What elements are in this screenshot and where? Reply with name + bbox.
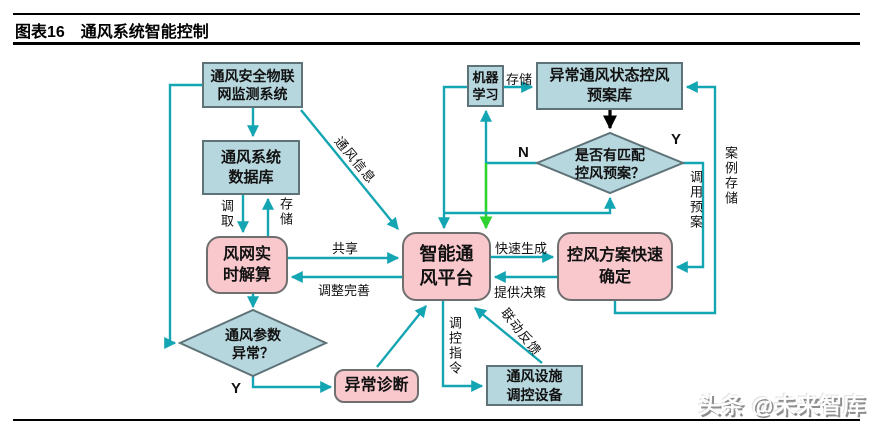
edge-param-diamond-yes-to-diag bbox=[251, 376, 333, 393]
node-plan-library: 异常通风状态控风 预案库 bbox=[536, 62, 683, 110]
edge-platform-to-match-diamond bbox=[444, 196, 616, 215]
label-share: 共享 bbox=[332, 241, 359, 256]
figure-title: 图表16 通风系统智能控制 bbox=[15, 24, 209, 41]
edge-plan-to-lib-case-store bbox=[613, 81, 717, 315]
bottom-rule bbox=[13, 419, 860, 421]
node-control-equipment: 通风设施 调控设备 bbox=[486, 365, 583, 406]
match-diamond-label: 是否有匹配 控风预案？ bbox=[575, 147, 645, 181]
param-diamond-label: 通风参数 异常？ bbox=[225, 327, 281, 361]
label-branch-n: N bbox=[518, 144, 529, 161]
node-intelligent-platform: 智能通 风平台 bbox=[402, 232, 491, 301]
node-iot-monitoring: 通风安全物联 网监测系统 bbox=[202, 62, 303, 108]
label-branch-y-right: Y bbox=[671, 131, 682, 148]
edge-platform-to-equip-cmd bbox=[441, 301, 484, 392]
watermark-text: 头条 @未来智库 bbox=[698, 393, 866, 418]
label-quick-generate: 快速生成 bbox=[495, 241, 548, 256]
match-diamond-shape bbox=[534, 131, 686, 195]
node-wind-network-solver: 风网实 时解算 bbox=[206, 236, 288, 294]
label-invoke-plan: 调用预案 bbox=[688, 170, 703, 230]
node-machine-learning: 机器 学习 bbox=[467, 65, 504, 107]
label-control-command: 调控指令 bbox=[447, 316, 462, 376]
edge-iot-to-platform-vent-info bbox=[300, 109, 399, 230]
label-adjust: 调整完善 bbox=[318, 283, 371, 298]
label-case-store: 案例存储 bbox=[723, 146, 738, 206]
label-provide-decision: 提供决策 bbox=[494, 285, 547, 300]
node-abnormal-diagnosis: 异常诊断 bbox=[334, 369, 419, 403]
label-store-db: 存储 bbox=[278, 197, 293, 227]
edge-match-diamond-yes-to-plan-invoke bbox=[675, 161, 705, 273]
label-retrieve: 调取 bbox=[219, 199, 234, 229]
edge-diag-to-platform bbox=[376, 305, 427, 368]
edge-equip-to-platform-linkage bbox=[474, 307, 543, 364]
edge-iot-to-param-diamond bbox=[164, 83, 202, 349]
title-underline-rule bbox=[13, 42, 860, 45]
node-plan-determination: 控风方案快速 确定 bbox=[557, 232, 673, 301]
param-diamond-shape bbox=[177, 308, 329, 378]
label-branch-y-left: Y bbox=[231, 380, 242, 397]
node-vent-database: 通风系统 数据库 bbox=[202, 140, 300, 195]
top-rule bbox=[13, 13, 860, 15]
edge-ml-to-platform bbox=[438, 85, 467, 230]
label-store-ml: 存储 bbox=[506, 72, 533, 87]
